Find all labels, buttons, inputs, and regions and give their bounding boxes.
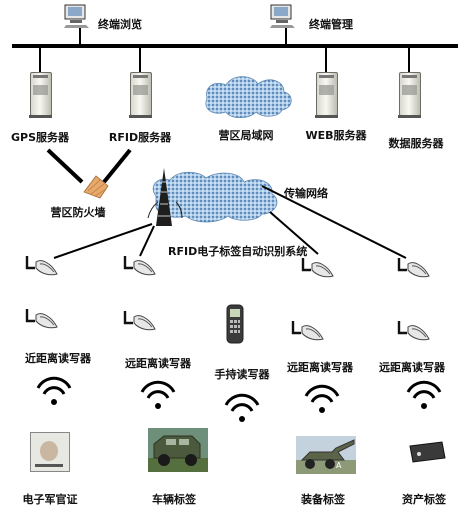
id-card-image: [30, 432, 70, 472]
rfid-reader-icon: [396, 256, 432, 282]
vehicle-label: 车辆标签: [152, 493, 196, 506]
rfid-system-label: RFID电子标签自动识别系统: [168, 245, 308, 258]
transport-network-cloud: [152, 171, 278, 223]
rfid-reader-icon: [122, 254, 158, 280]
campus-lan-cloud: [205, 76, 292, 119]
antenna-tower-shape: [147, 168, 183, 226]
terminal-manage-icon: [270, 4, 296, 28]
far-reader-right-2-icon: [396, 319, 432, 345]
asset-tag-label: 资产标签: [402, 493, 446, 506]
link-rfid-firewall: [102, 148, 132, 184]
vehicle-image: [148, 428, 208, 472]
campus-lan-label: 营区局域网: [218, 129, 274, 142]
web-server-label: WEB服务器: [305, 129, 367, 142]
wireless-signal-icon: [138, 380, 178, 412]
near-reader-left-label: 近距离读写器: [25, 352, 91, 365]
rfid-reader-icon: [300, 256, 336, 282]
near-reader-left-icon: [24, 307, 60, 333]
link-antenna-left-reader-1: [53, 223, 153, 259]
data-server-label: 数据服务器: [388, 137, 444, 150]
terminal-browse-icon: [64, 4, 90, 28]
terminal-manage-label: 终端管理: [309, 18, 353, 31]
data-server-icon: [398, 72, 421, 118]
terminal-browse-label: 终端浏览: [98, 18, 142, 31]
equipment-image: A: [296, 436, 356, 474]
handheld-reader-icon: [224, 304, 246, 344]
far-reader-right-1-icon: [290, 319, 326, 345]
link-antenna-left-reader-2: [139, 225, 155, 257]
far-reader-left-label: 远距离读写器: [125, 357, 191, 370]
transport-network-label: 传输网络: [284, 187, 328, 200]
handheld-reader-label: 手持读写器: [214, 368, 270, 381]
link-network-right-reader-2: [261, 185, 407, 259]
svg-text:A: A: [336, 461, 342, 470]
wireless-signal-icon: [302, 384, 342, 416]
wireless-signal-icon: [34, 376, 74, 408]
rfid-server-icon: [129, 72, 152, 118]
rfid-reader-icon: [24, 254, 60, 280]
gps-server-label: GPS服务器: [10, 131, 70, 144]
wireless-signal-icon: [222, 393, 262, 425]
rfid-server-label: RFID服务器: [108, 131, 172, 144]
far-reader-left-icon: [122, 309, 158, 335]
wireless-signal-icon: [404, 380, 444, 412]
firewall-label: 营区防火墙: [50, 206, 106, 219]
id-card-label: 电子军官证: [22, 493, 78, 506]
web-server-icon: [315, 72, 338, 118]
link-gps-firewall: [46, 148, 84, 184]
equipment-label: 装备标签: [301, 493, 345, 506]
link-network-right-reader-1: [269, 211, 319, 255]
asset-tag-image: [406, 440, 446, 464]
far-reader-right-2-label: 远距离读写器: [379, 361, 445, 374]
firewall-shape: [83, 175, 109, 199]
far-reader-right-1-label: 远距离读写器: [287, 361, 353, 374]
gps-server-icon: [29, 72, 52, 118]
